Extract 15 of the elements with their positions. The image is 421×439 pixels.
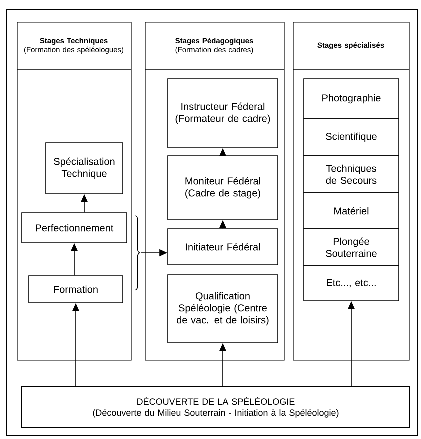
stage-box: Instructeur Féderal (Formateur de cadre) bbox=[168, 78, 278, 148]
list-cell: Scientifique bbox=[304, 118, 400, 156]
stage-box: Formation bbox=[28, 276, 124, 304]
list-cell: Etc..., etc... bbox=[304, 266, 400, 302]
brace bbox=[135, 215, 140, 291]
base-box: DÉCOUVERTE DE LA SPÉLÉOLOGIE (Découverte du Milieu Souterrain - Initiation à la Spéléologie) bbox=[22, 386, 410, 428]
stage-box: Moniteur Fédéral (Cadre de stage) bbox=[168, 156, 278, 220]
stage-box: Qualification Spéléologie (Centre de vac. et de loisirs) bbox=[168, 274, 278, 344]
stage-box: Initiateur Fédéral bbox=[168, 228, 278, 266]
list-cell: Matériel bbox=[304, 192, 400, 230]
stage-box: Spécialisation Technique bbox=[46, 142, 124, 194]
stage-box: Perfectionnement bbox=[22, 212, 128, 244]
list-cell: Plongée Souterraine bbox=[304, 228, 400, 266]
list-cell: Techniques de Secours bbox=[304, 156, 400, 194]
list-cell: Photographie bbox=[304, 78, 400, 120]
